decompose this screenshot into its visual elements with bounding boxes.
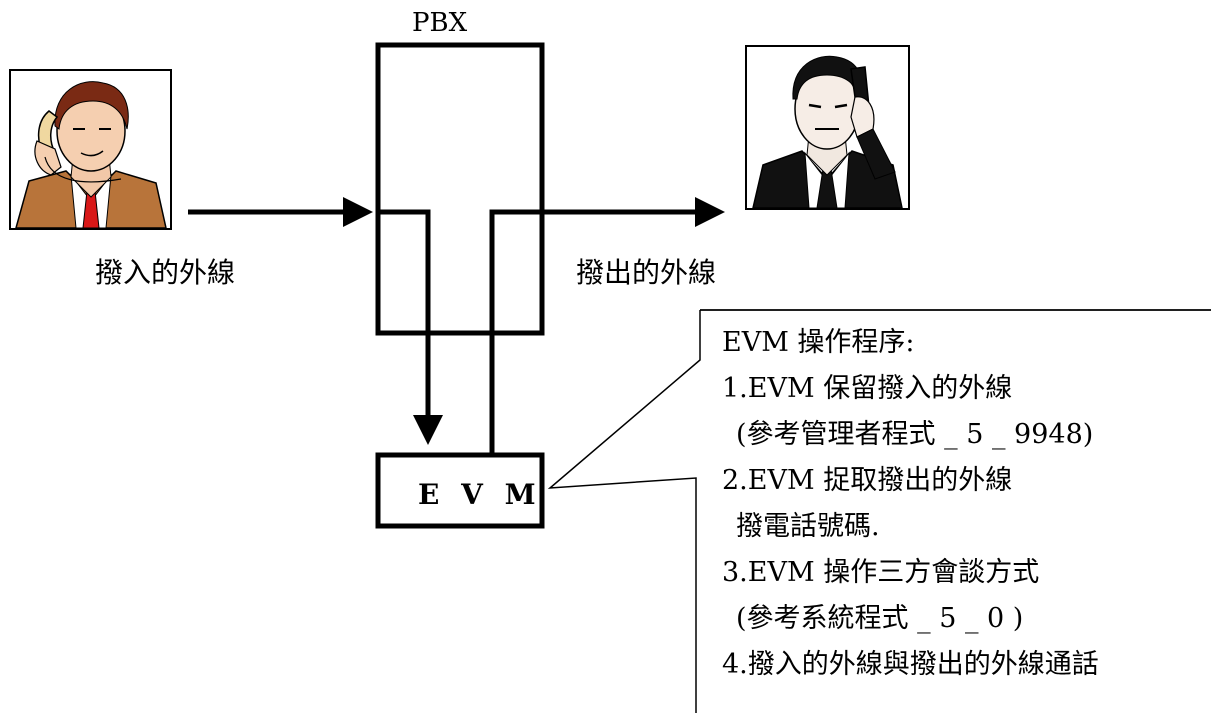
callout-step-1-note: (參考管理者程式 _ 5 _ 9948) [736, 419, 1094, 450]
businessman-on-phone-icon [747, 47, 908, 208]
callout-step-2-note: 撥電話號碼. [736, 511, 880, 542]
callee-figure [745, 45, 910, 210]
callout-step-1: 1.EVM 保留撥入的外線 [722, 373, 1013, 404]
callout-step-4: 4.撥入的外線與撥出的外線通話 [722, 649, 1099, 680]
man-on-phone-icon [11, 71, 170, 228]
outgoing-line-label: 撥出的外線 [576, 256, 717, 289]
pbx-label: PBX [412, 8, 468, 38]
pbx-box [375, 42, 545, 336]
callout-step-3: 3.EVM 操作三方會談方式 [722, 557, 1040, 588]
outgoing-line-from-evm [489, 197, 725, 455]
incoming-line-to-evm [378, 209, 443, 445]
callout-title: EVM 操作程序: [722, 327, 915, 358]
evm-label: E V M [418, 478, 542, 511]
callout-text: EVM 操作程序: 1.EVM 保留撥入的外線 (參考管理者程式 _ 5 _ 9… [722, 320, 1202, 688]
callout-step-2: 2.EVM 捉取撥出的外線 [722, 465, 1013, 496]
callout-step-3-note: (參考系統程式 _ 5 _ 0 ) [736, 603, 1024, 634]
caller-figure [9, 69, 172, 230]
incoming-line-label: 撥入的外線 [95, 256, 236, 289]
evm-box [375, 452, 545, 529]
